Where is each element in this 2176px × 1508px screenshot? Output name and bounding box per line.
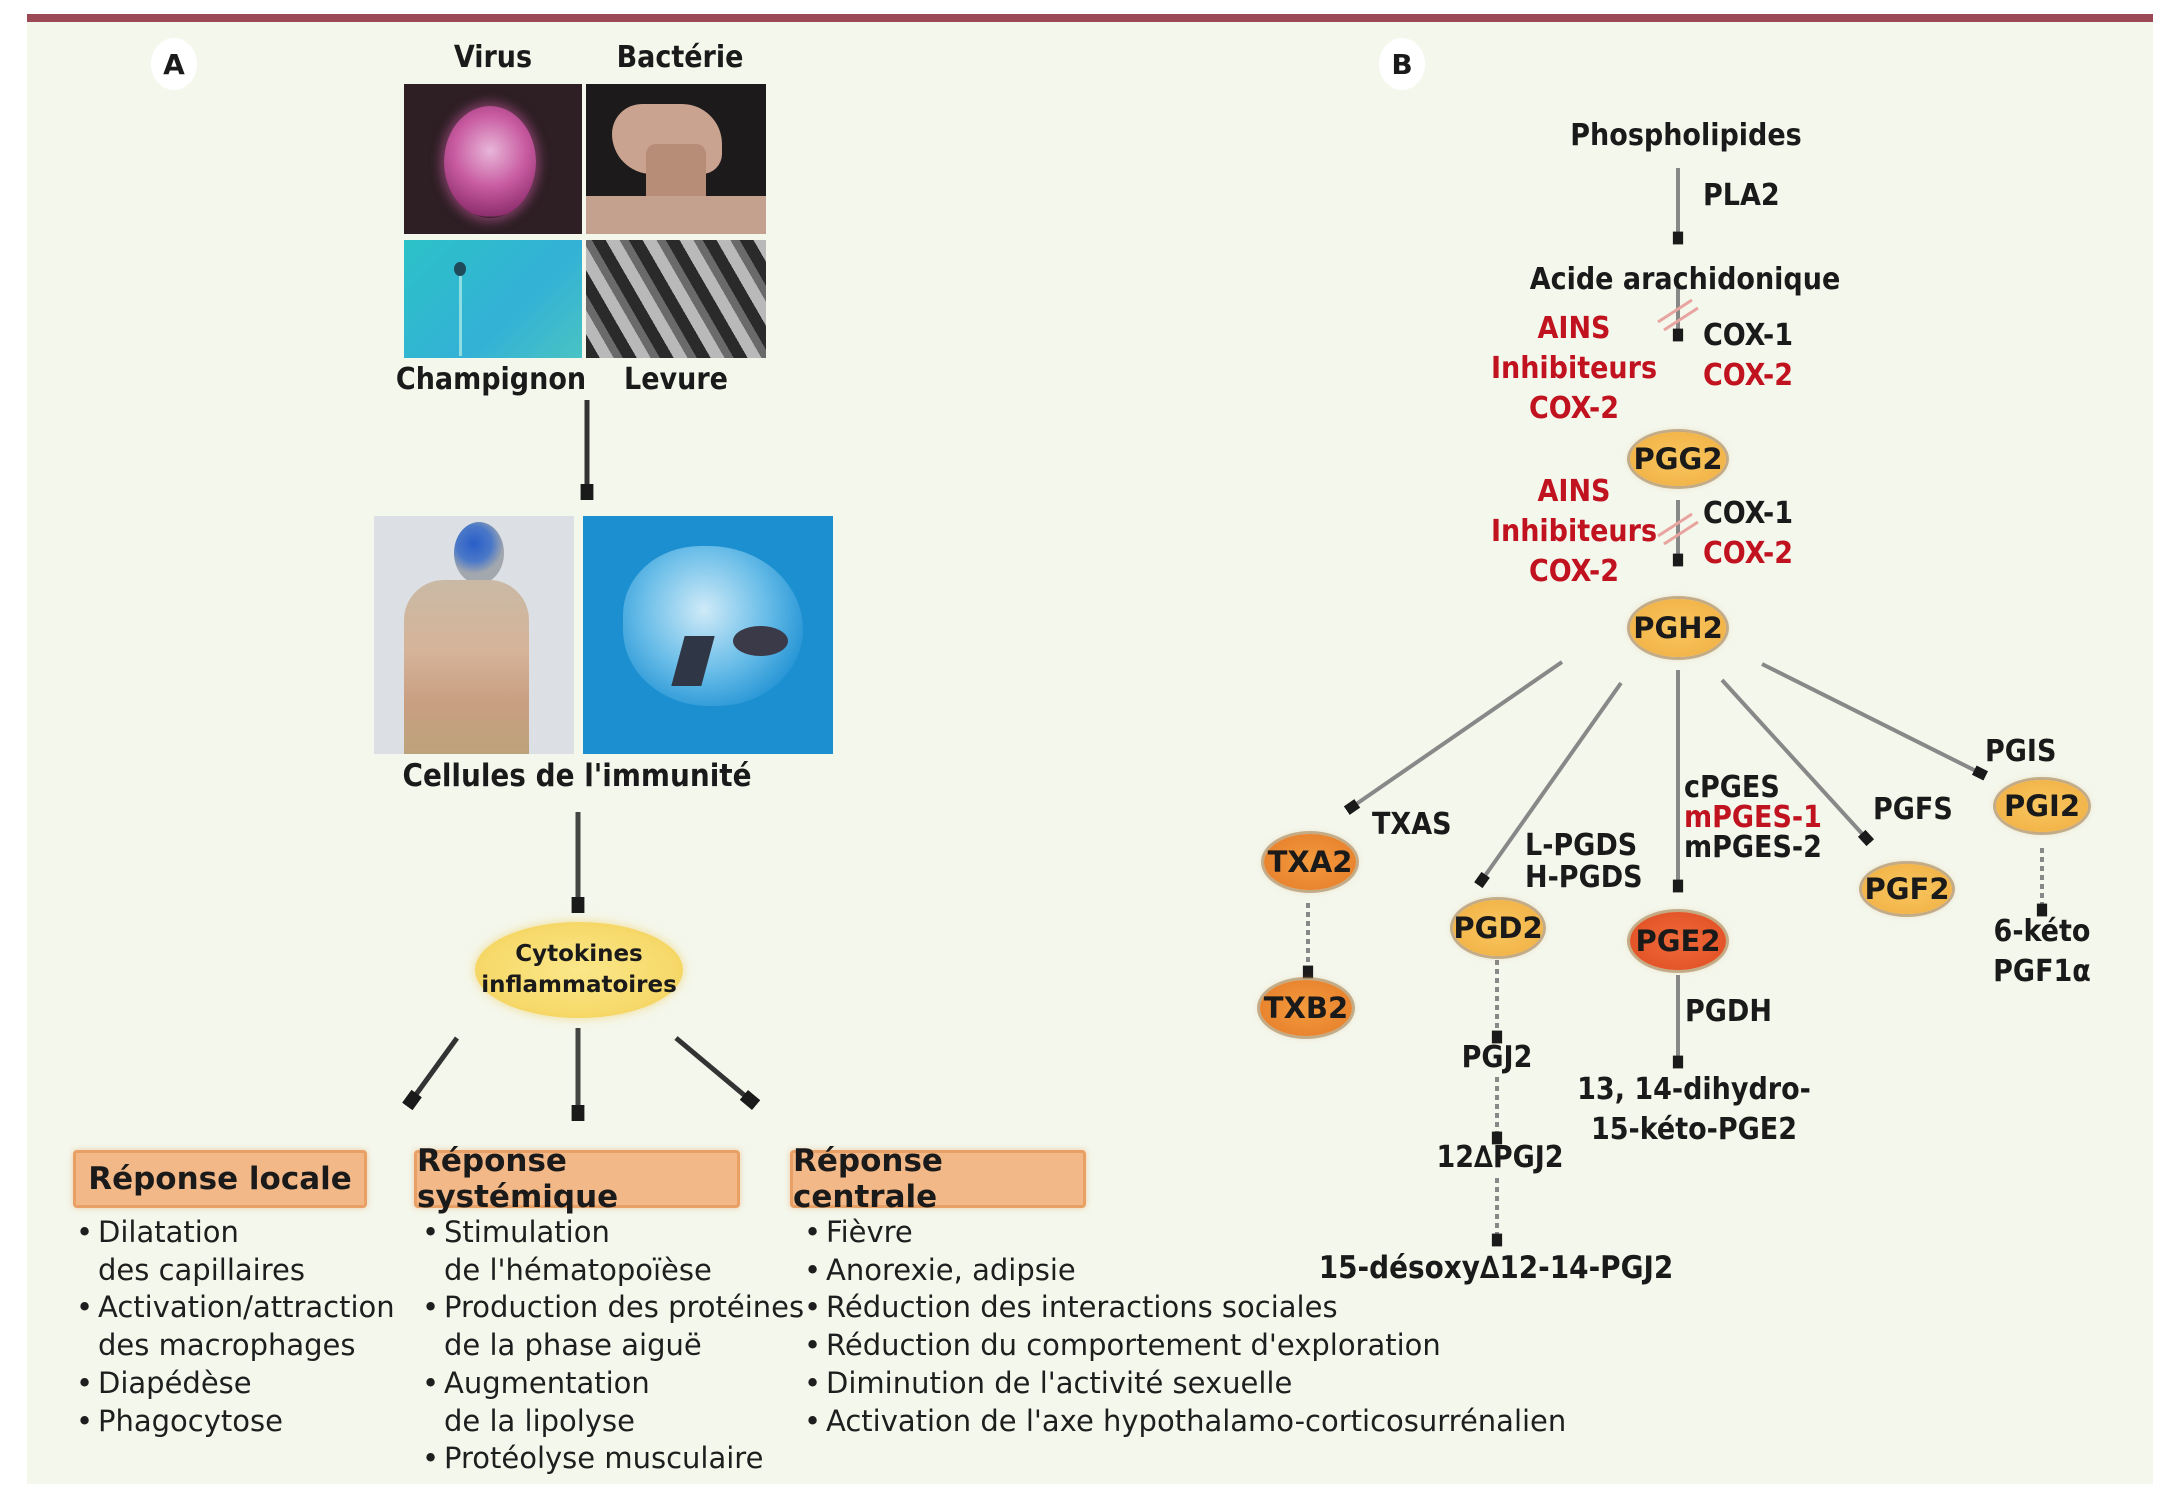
label-pla2: PLA2 — [1703, 178, 1780, 213]
response-list-item-continuation: des macrophages — [98, 1328, 356, 1363]
virus-particle-icon — [444, 106, 536, 218]
node-pgh2: PGH2 — [1630, 599, 1726, 657]
response-list-item: Diminution de l'activité sexuelle — [804, 1365, 1566, 1403]
human-torso-icon — [404, 580, 529, 754]
node-txa2: TXA2 — [1264, 834, 1356, 890]
response-list-item: Anorexie, adipsie — [804, 1252, 1566, 1290]
panel-b-badge: B — [1379, 38, 1425, 90]
node-pge2: PGE2 — [1630, 912, 1726, 970]
response-central-box: Réponse centrale — [790, 1143, 1086, 1215]
enzyme-mpges1: mPGES-1 — [1684, 800, 1822, 835]
fungus-spore-icon — [454, 262, 466, 276]
inhibitor2-cox2: COX-2 — [1528, 554, 1620, 589]
node-6-keto-line1: 6-kéto — [1993, 914, 2091, 949]
response-list-item: Réduction du comportement d'exploration — [804, 1327, 1566, 1365]
response-list-item: Dilatation — [76, 1214, 395, 1252]
cytokines-line2: inflammatoires — [481, 972, 677, 998]
cytokines-oval: Cytokines inflammatoires — [475, 922, 683, 1018]
response-list-item: Protéolyse musculaire — [422, 1440, 804, 1478]
cytokines-line1: Cytokines — [515, 941, 643, 967]
enzyme1-cox2: COX-2 — [1703, 358, 1794, 393]
node-pgj2: PGJ2 — [1461, 1040, 1533, 1075]
response-list-item: Activation de l'axe hypothalamo-corticos… — [804, 1403, 1566, 1441]
enzyme-pgis: PGIS — [1985, 734, 2057, 769]
virus-image — [404, 84, 582, 234]
node-pgg2: PGG2 — [1630, 432, 1726, 486]
response-list-item: Phagocytose — [76, 1403, 395, 1441]
inhibitor1-inhibiteurs: Inhibiteurs — [1490, 351, 1658, 386]
label-cellules-immunite: Cellules de l'immunité — [402, 758, 752, 794]
response-list-item: Augmentation — [422, 1365, 804, 1403]
response-list-item: Réduction des interactions sociales — [804, 1289, 1566, 1327]
node-dihydro-line2: 15-kéto-PGE2 — [1590, 1112, 1798, 1147]
enzyme-lpgds: L-PGDS — [1525, 828, 1638, 863]
node-6-keto-line2: PGF1α — [1993, 954, 2091, 989]
enzyme-cpges: cPGES — [1684, 770, 1780, 805]
inhibitor1-ains: AINS — [1537, 311, 1611, 346]
response-central-list: FièvreAnorexie, adipsieRéduction des int… — [804, 1214, 1566, 1440]
response-list-item: Fièvre — [804, 1214, 1566, 1252]
yeast-image — [586, 240, 766, 358]
node-txb2: TXB2 — [1260, 980, 1352, 1036]
human-body-image — [374, 516, 574, 754]
node-pgd2: PGD2 — [1453, 900, 1543, 956]
inhibitor2-ains: AINS — [1537, 474, 1611, 509]
enzyme2-cox1: COX-1 — [1703, 496, 1794, 531]
response-list-item: Production des protéines — [422, 1289, 804, 1327]
inhibitor2-inhibiteurs: Inhibiteurs — [1490, 514, 1658, 549]
enzyme-mpges2: mPGES-2 — [1684, 830, 1822, 865]
enzyme2-cox2: COX-2 — [1703, 536, 1794, 571]
enzyme-hpgds: H-PGDS — [1525, 860, 1643, 895]
panel-a-badge: A — [151, 38, 197, 90]
bacteria-image — [586, 84, 766, 234]
figure-top-border — [27, 14, 2153, 22]
node-15-desoxy-delta-pgj2: 15-désoxy∆12-14-PGJ2 — [1318, 1250, 1674, 1286]
label-champignon: Champignon — [395, 362, 587, 397]
label-bacterie: Bactérie — [616, 40, 744, 75]
enzyme1-cox1: COX-1 — [1703, 318, 1794, 353]
label-levure: Levure — [624, 362, 728, 397]
response-list-item: Activation/attraction — [76, 1289, 395, 1327]
label-virus: Virus — [453, 40, 533, 75]
enzyme-pgfs: PGFS — [1873, 792, 1953, 827]
response-list-item-continuation: des capillaires — [98, 1252, 305, 1287]
node-dihydro-line1: 13, 14-dihydro- — [1577, 1072, 1811, 1107]
node-pgi2: PGI2 — [1996, 780, 2088, 832]
response-local-box: Réponse locale — [73, 1150, 367, 1208]
label-acide-arachidonique: Acide arachidonique — [1529, 262, 1841, 297]
node-pgf2: PGF2 — [1862, 864, 1952, 914]
macrophage-cell-icon — [623, 546, 803, 706]
macrophage-image — [583, 516, 833, 754]
response-list-item: Diapédèse — [76, 1365, 395, 1403]
response-list-item-continuation: de la phase aiguë — [444, 1328, 702, 1363]
human-head-icon — [454, 522, 504, 584]
response-systemic-box: Réponse systémique — [414, 1143, 740, 1215]
enzyme-pgdh: PGDH — [1685, 994, 1772, 1029]
node-12-delta-pgj2: 12∆PGJ2 — [1436, 1140, 1564, 1175]
response-list-item-continuation: de l'hématopoïèse — [444, 1252, 712, 1287]
inhibitor1-cox2: COX-2 — [1528, 391, 1620, 426]
response-list-item: Stimulation — [422, 1214, 804, 1252]
label-phospholipides: Phospholipides — [1570, 118, 1802, 153]
response-list-item-continuation: de la lipolyse — [444, 1403, 635, 1438]
enzyme-txas: TXAS — [1372, 807, 1452, 842]
fungus-image — [404, 240, 582, 358]
